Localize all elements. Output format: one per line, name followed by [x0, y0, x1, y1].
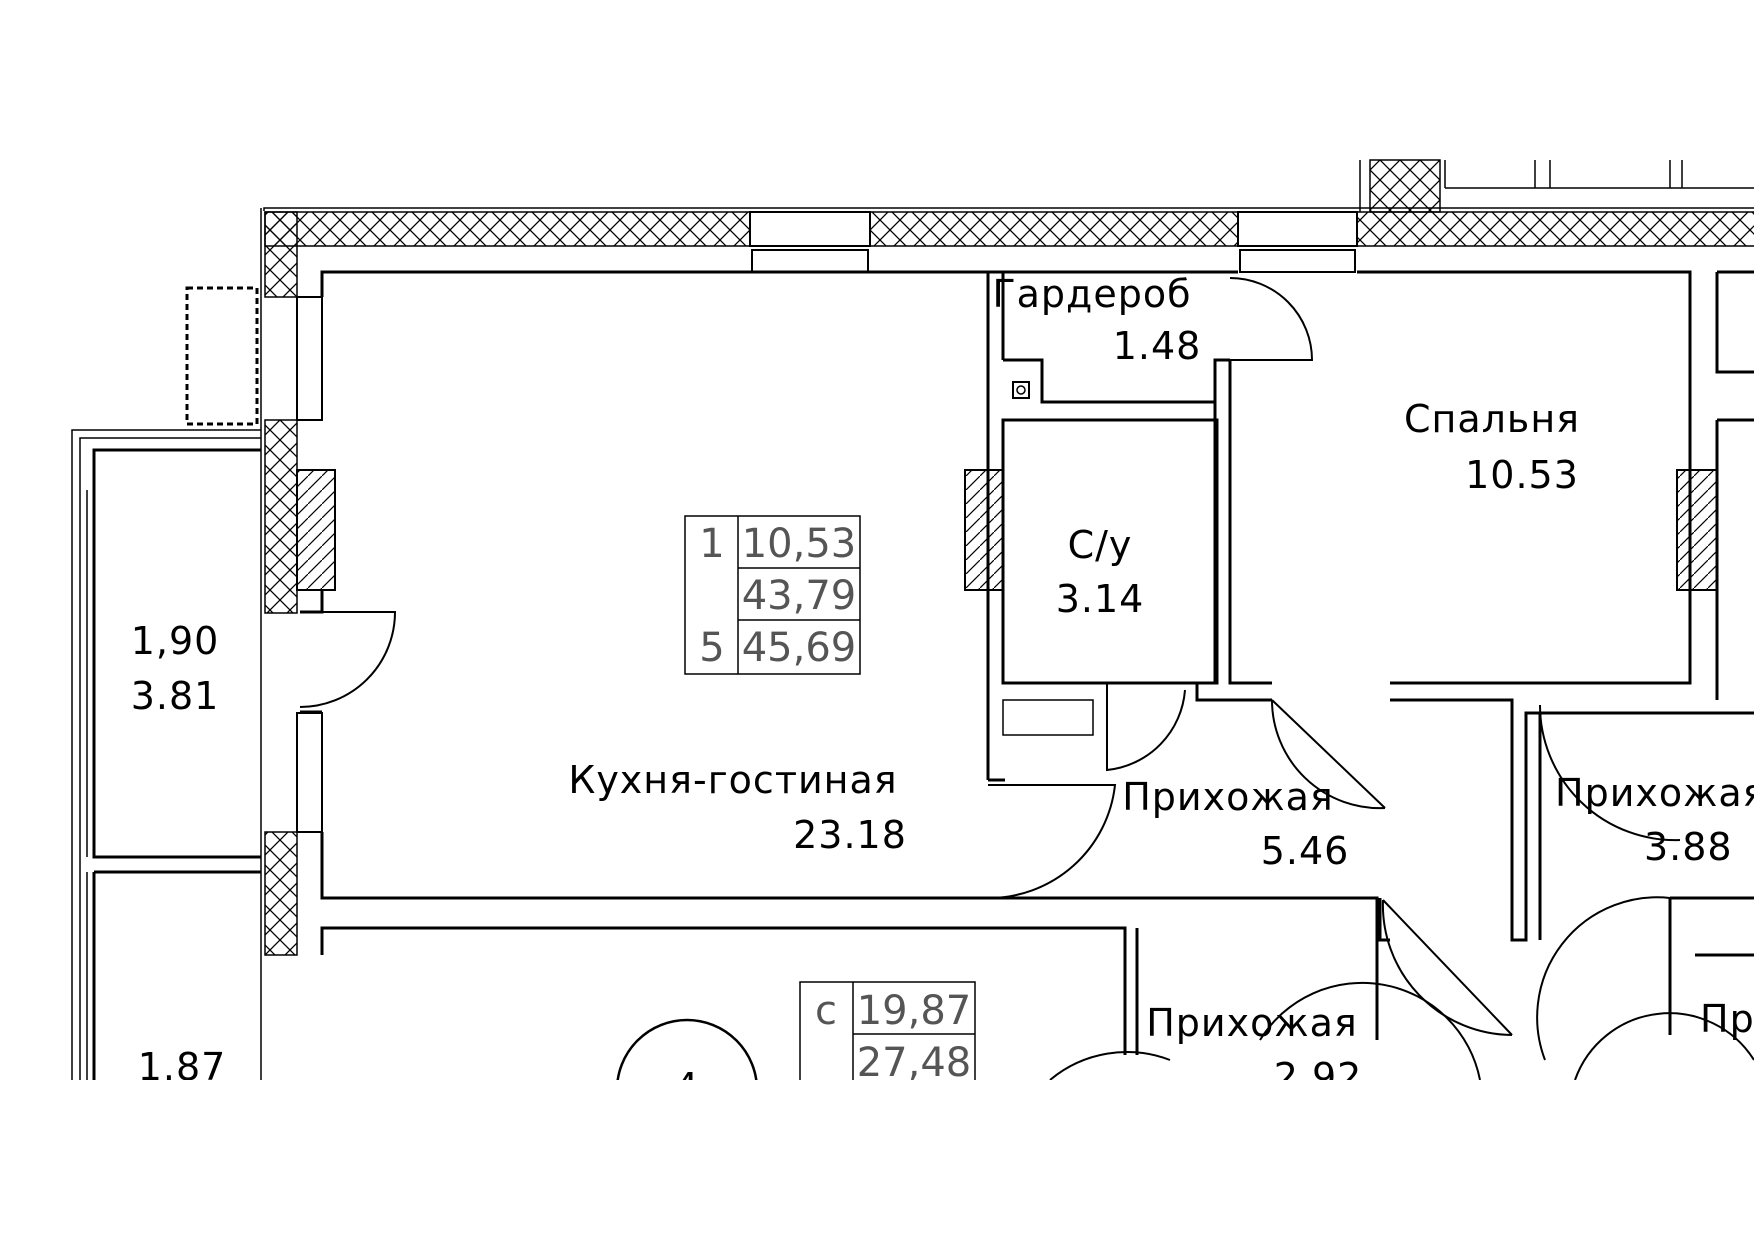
hallway-main-area: 5.46 [1261, 829, 1350, 873]
studio-living-area: 19,87 [857, 988, 972, 1034]
apartment-marker: 4 [616, 1018, 758, 1109]
hallway-right-name: Прихожая [1555, 771, 1754, 815]
bathroom-name: С/у [1068, 523, 1133, 567]
balcony-lower-area: 1.87 [138, 1045, 227, 1089]
wardrobe-area: 1.48 [1113, 324, 1202, 368]
window-top-2 [1237, 211, 1358, 273]
balcony-area: 3.81 [131, 674, 220, 718]
bedroom-name: Спальня [1404, 397, 1580, 441]
kitchen-living-name: Кухня-гостиная [568, 758, 897, 802]
studio-area-box: с 19,87 27,48 [799, 981, 976, 1086]
doors [299, 277, 1754, 1080]
floor-number: 5 [699, 625, 724, 671]
hallway-right-area: 3.88 [1644, 825, 1733, 869]
total-with-balcony: 45,69 [742, 625, 857, 671]
hallway-far-right-name: Пр [1700, 997, 1754, 1041]
balcony [71, 429, 261, 1080]
studio-total-area: 27,48 [857, 1040, 972, 1086]
wardrobe-name: Гардероб [992, 272, 1191, 316]
bathroom-area: 3.14 [1056, 577, 1145, 621]
hallway-lower-name: Прихожая [1146, 1001, 1358, 1045]
exterior-wall-top [263, 159, 1754, 247]
studio-type: с [815, 988, 837, 1034]
rooms-count: 1 [699, 521, 724, 567]
balcony-reduced-area: 1,90 [131, 619, 220, 663]
apartment-marker-number: 4 [674, 1065, 699, 1109]
living-area: 10,53 [742, 521, 857, 567]
window-top-1 [749, 211, 871, 273]
exterior-wall-left [260, 208, 336, 1080]
bedroom-area: 10.53 [1465, 453, 1579, 497]
kitchen-living-area: 23.18 [793, 813, 907, 857]
hallway-main-name: Прихожая [1122, 775, 1334, 819]
hallway-lower-area: 2.92 [1274, 1055, 1363, 1099]
apartment-area-box: 1 10,53 43,79 5 45,69 [684, 515, 861, 675]
total-area: 43,79 [742, 573, 857, 619]
interior-walls [300, 270, 1754, 1055]
ventilation-box [185, 286, 259, 426]
